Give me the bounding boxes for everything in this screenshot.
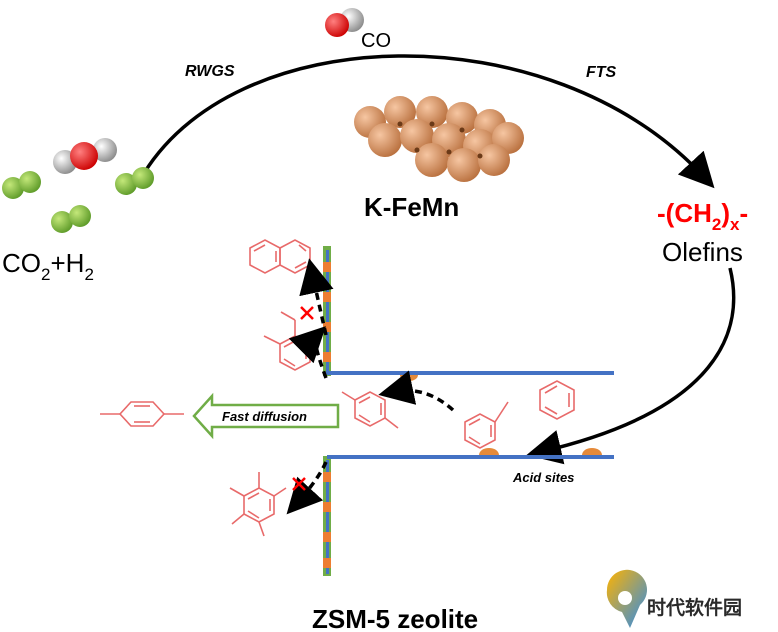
reactants-label: CO2+H2 <box>2 248 94 284</box>
benzene-molecule-icon <box>539 380 575 420</box>
zeolite-lower-wall <box>323 456 331 576</box>
naphthalene-molecule-icon <box>249 239 311 274</box>
h2-molecule-icon <box>51 205 91 233</box>
acid-sites-label: Acid sites <box>512 470 574 485</box>
watermark-logo-icon <box>606 569 647 628</box>
catalyst-particles-icon <box>354 96 524 182</box>
h2-molecule-icon <box>2 171 41 199</box>
fast-diffusion-arrow <box>192 392 340 440</box>
co-label: CO <box>361 30 391 52</box>
fts-label: FTS <box>586 64 617 81</box>
olefins-label: Olefins <box>662 237 743 267</box>
h2-molecule-icon <box>115 167 154 195</box>
co2-molecule-icon <box>53 138 117 174</box>
olefins-to-zeolite-arc <box>526 267 736 465</box>
rwgs-label: RWGS <box>185 63 235 80</box>
blocked-cross-icon <box>292 477 306 491</box>
watermark-text: 时代软件园 <box>647 596 742 619</box>
xylene-inside-molecule-icon <box>341 391 399 429</box>
tetramethylbenzene-molecule-icon <box>229 472 287 537</box>
trimethylbenzene-molecule-icon <box>263 311 311 371</box>
p-xylene-molecule-icon <box>100 401 184 427</box>
rwgs-fts-cycle-arc <box>138 54 715 189</box>
fast-diffusion-label: Fast diffusion <box>222 409 307 424</box>
catalyst-label: K-FeMn <box>364 192 459 222</box>
toluene-molecule-icon <box>464 401 509 449</box>
zeolite-upper-wall <box>323 246 331 376</box>
blocked-path-arrows <box>286 258 455 515</box>
blocked-cross-icon <box>300 306 314 320</box>
zeolite-label: ZSM-5 zeolite <box>312 604 478 632</box>
ch2-chain-label: -(CH2)x- <box>657 198 748 234</box>
co-molecule-icon <box>325 8 364 37</box>
